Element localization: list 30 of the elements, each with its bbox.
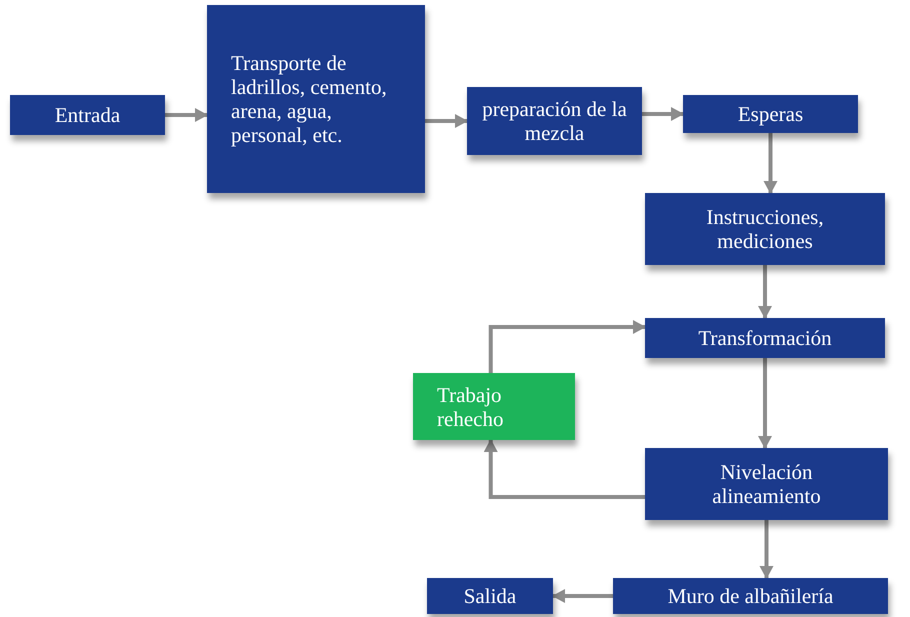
process-box bbox=[683, 95, 858, 133]
box-label: Nivelación alineamiento bbox=[711, 460, 822, 508]
process-box bbox=[613, 578, 888, 614]
arrow bbox=[642, 107, 684, 121]
process-box bbox=[645, 318, 885, 358]
arrow bbox=[488, 320, 646, 373]
box-label: Transformación bbox=[698, 326, 832, 350]
box-label: Instrucciones, mediciones bbox=[705, 205, 825, 253]
process-box bbox=[413, 373, 575, 440]
arrow bbox=[552, 589, 613, 603]
arrow bbox=[165, 108, 208, 122]
process-box bbox=[645, 448, 888, 520]
box-label: Salida bbox=[464, 584, 516, 608]
arrow bbox=[484, 439, 645, 499]
arrow bbox=[425, 114, 468, 128]
box-label: preparación de la mezcla bbox=[481, 97, 628, 145]
process-box bbox=[10, 95, 165, 135]
arrow bbox=[760, 520, 774, 579]
box-label: Muro de albañilería bbox=[668, 584, 834, 608]
arrow bbox=[764, 133, 778, 194]
process-box bbox=[427, 578, 553, 614]
process-box bbox=[207, 5, 425, 193]
box-label: Entrada bbox=[54, 103, 120, 127]
process-box bbox=[645, 193, 885, 265]
box-label: Trabajo rehecho bbox=[437, 382, 504, 430]
arrow bbox=[758, 265, 772, 319]
arrow bbox=[758, 358, 772, 449]
box-label: Transporte de ladrillos, cemento, arena, agua, personal, etc. bbox=[231, 51, 388, 147]
box-label: Esperas bbox=[738, 102, 804, 126]
process-box bbox=[467, 87, 642, 155]
